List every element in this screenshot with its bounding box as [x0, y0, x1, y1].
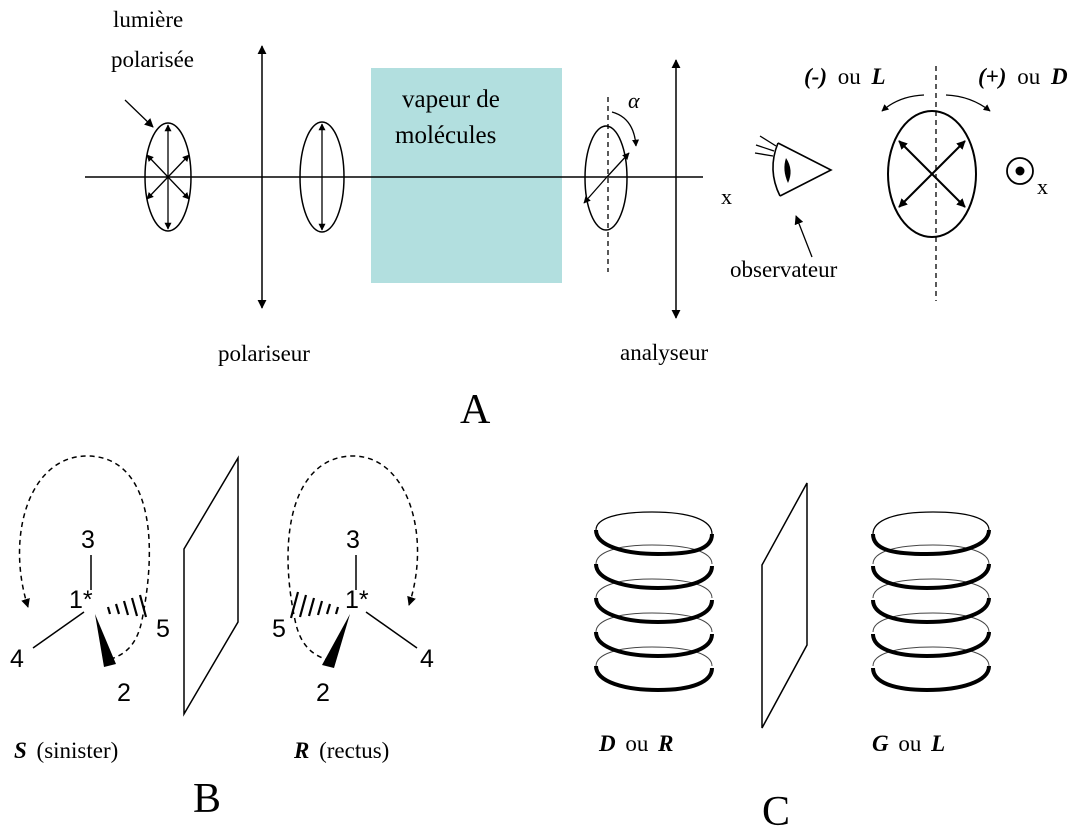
c-right-letter1: G	[872, 731, 889, 756]
mirror-plane-b	[183, 455, 239, 717]
panel-c: D ou R G ou L C	[594, 482, 991, 831]
s-atom-5: 5	[156, 615, 170, 643]
panel-c-letter: C	[762, 789, 790, 831]
s-atom-4: 4	[10, 645, 24, 673]
panel-b-letter: B	[193, 776, 221, 822]
s-caption-letter: S	[14, 738, 27, 763]
c-right-ou: ou	[898, 731, 922, 756]
lumiere-pointer-arrow	[124, 99, 154, 128]
s-atom-2: 2	[117, 679, 131, 707]
c-right-caption: G ou L	[872, 731, 945, 756]
panel-a-letter: A	[460, 387, 491, 433]
out-of-page-icon	[1006, 157, 1034, 185]
vapeur-label-line1: vapeur de	[402, 86, 500, 113]
c-left-letter1: D	[598, 731, 616, 756]
lumiere-label-line1: lumière	[113, 7, 183, 32]
right-handed-helix	[594, 511, 714, 693]
plus-ou: ou	[1017, 64, 1041, 89]
r-atom-3: 3	[346, 526, 360, 554]
r-atom-2: 2	[316, 679, 330, 707]
panel-b: 3 1* 4 5 2 3 1* 4 5 2 S	[10, 455, 434, 822]
vertical-polarization-ellipse	[299, 121, 345, 233]
x-out-label: x	[1037, 174, 1048, 199]
alpha-label: α	[628, 88, 640, 113]
c-left-letter2: R	[657, 731, 673, 756]
vapeur-label-line2: molécules	[395, 122, 496, 149]
polariseur-label: polariseur	[218, 341, 310, 366]
analyseur-label: analyseur	[620, 340, 708, 365]
rotated-polarization-ellipse	[583, 97, 640, 272]
plus-sign: (+)	[978, 64, 1006, 89]
c-left-ou: ou	[625, 731, 649, 756]
polarized-light-ellipse	[144, 122, 192, 232]
x-axis-label: x	[721, 184, 732, 209]
panel-a: x lumière polarisée polariseur vapeur de…	[85, 7, 1068, 433]
s-caption: S (sinister)	[14, 738, 118, 763]
vapour-box	[371, 68, 562, 283]
lumiere-label-line2: polarisée	[111, 47, 194, 72]
r-atom-5: 5	[272, 615, 286, 643]
minus-l-label: (-) ou L	[804, 64, 886, 89]
s-caption-name: (sinister)	[37, 738, 119, 763]
plus-d-label: (+) ou D	[978, 64, 1068, 89]
s-atom-1: 1*	[69, 586, 93, 614]
r-caption: R (rectus)	[293, 738, 389, 763]
plus-letter: D	[1050, 64, 1068, 89]
r-atom-4: 4	[420, 645, 434, 673]
s-molecule	[18, 455, 151, 667]
r-atom-1: 1*	[345, 586, 369, 614]
eye-icon	[754, 135, 833, 197]
r-caption-name: (rectus)	[319, 738, 389, 763]
observateur-label: observateur	[730, 257, 838, 282]
left-handed-helix	[871, 511, 991, 693]
r-caption-letter: R	[293, 738, 309, 763]
minus-letter: L	[870, 64, 885, 89]
s-atom-3: 3	[81, 526, 95, 554]
minus-sign: (-)	[804, 64, 827, 89]
minus-ou: ou	[838, 64, 862, 89]
mirror-plane-c	[761, 482, 808, 729]
observateur-pointer-arrow	[794, 215, 813, 258]
r-molecule	[287, 455, 419, 668]
c-right-letter2: L	[930, 731, 945, 756]
observer-view-ellipse	[881, 66, 991, 301]
c-left-caption: D ou R	[598, 731, 673, 756]
